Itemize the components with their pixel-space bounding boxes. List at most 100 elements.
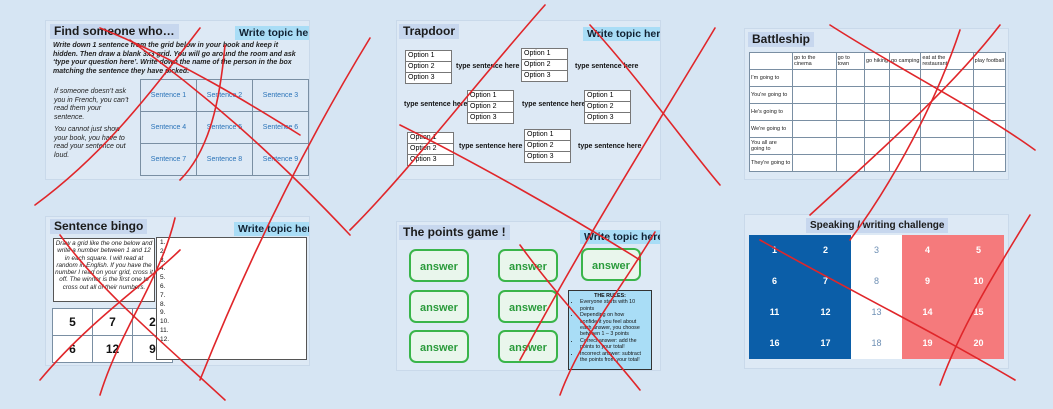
grid-cell[interactable] — [792, 69, 837, 87]
number-cell[interactable]: 11 — [749, 297, 800, 328]
grid-cell: Sentence 5 — [196, 111, 253, 144]
grid-cell[interactable] — [863, 137, 891, 155]
corner-cell — [749, 52, 793, 70]
number-cell[interactable]: 5 — [953, 235, 1004, 266]
number-cell[interactable]: 7 — [800, 266, 851, 297]
number-cell[interactable]: 8 — [851, 266, 902, 297]
answer-button[interactable]: answer — [498, 330, 558, 363]
grid-cell[interactable] — [972, 103, 1007, 121]
answer-button[interactable]: answer — [409, 249, 469, 282]
option-2: Option 2 — [408, 144, 453, 155]
grid-cell[interactable] — [888, 103, 922, 121]
grid-cell[interactable] — [835, 86, 865, 104]
option-1: Option 1 — [406, 51, 451, 62]
answer-button[interactable]: answer — [409, 290, 469, 323]
number-cell[interactable]: 4 — [902, 235, 953, 266]
number-cell[interactable]: 10 — [953, 266, 1004, 297]
number-list: 1. 2. 3. 4. 5. 6. 7. 8. 9. 10. 11. 12. — [156, 237, 307, 360]
grid-cell[interactable] — [792, 154, 837, 172]
grid-cell: Sentence 9 — [252, 143, 309, 176]
number-cell[interactable]: 6 — [749, 266, 800, 297]
grid-cell[interactable] — [863, 86, 891, 104]
grid-cell[interactable] — [888, 120, 922, 138]
grid-cell[interactable] — [888, 86, 922, 104]
grid-cell[interactable] — [920, 69, 974, 87]
number-cell[interactable]: 9 — [902, 266, 953, 297]
grid-cell[interactable] — [863, 154, 891, 172]
grid-cell: Sentence 2 — [196, 79, 253, 112]
column-header: go to the cinema — [792, 52, 837, 70]
battleship-grid: go to the cinema go to town go hiking go… — [749, 52, 1007, 172]
grid-cell[interactable] — [792, 86, 837, 104]
number-cell[interactable]: 1 — [749, 235, 800, 266]
number-cell[interactable]: 14 — [902, 297, 953, 328]
grid-cell[interactable] — [863, 103, 891, 121]
grid-cell[interactable] — [972, 120, 1007, 138]
topic-placeholder[interactable]: Write topic here — [583, 27, 660, 41]
grid-cell[interactable] — [888, 137, 922, 155]
grid-cell[interactable] — [835, 69, 865, 87]
number-cell[interactable]: 20 — [953, 328, 1004, 359]
grid-cell[interactable] — [920, 137, 974, 155]
number-cell[interactable]: 2 — [800, 235, 851, 266]
list-item: 9. — [160, 309, 166, 317]
grid-cell[interactable] — [972, 137, 1007, 155]
answer-button[interactable]: answer — [498, 290, 558, 323]
list-item: 11. — [160, 326, 169, 334]
number-cell[interactable]: 17 — [800, 328, 851, 359]
option-2: Option 2 — [468, 102, 513, 113]
grid-cell[interactable] — [888, 154, 922, 172]
number-cell[interactable]: 15 — [953, 297, 1004, 328]
grid-cell[interactable] — [835, 154, 865, 172]
number-cell[interactable]: 13 — [851, 297, 902, 328]
number-cell[interactable]: 12 — [800, 297, 851, 328]
slide-find-someone[interactable]: Find someone who… Write topic here Write… — [45, 20, 310, 180]
grid-cell[interactable] — [863, 69, 891, 87]
row-header: He's going to — [749, 103, 793, 121]
slide-title: Battleship — [748, 32, 815, 47]
answer-button[interactable]: answer — [581, 248, 641, 281]
number-cell[interactable]: 19 — [902, 328, 953, 359]
grid-cell[interactable] — [920, 120, 974, 138]
grid-cell[interactable] — [888, 69, 922, 87]
slide-battleship[interactable]: Battleship go to the cinema go to town g… — [744, 28, 1009, 180]
grid-cell[interactable] — [792, 137, 837, 155]
topic-placeholder[interactable]: Write topic here — [580, 230, 660, 244]
answer-button[interactable]: answer — [409, 330, 469, 363]
grid-cell[interactable] — [863, 120, 891, 138]
grid-cell[interactable] — [835, 137, 865, 155]
number-cell[interactable]: 18 — [851, 328, 902, 359]
row-header: You all are going to — [749, 137, 793, 155]
answer-button[interactable]: answer — [498, 249, 558, 282]
topic-placeholder[interactable]: Write topic here — [234, 222, 309, 236]
grid-cell[interactable] — [972, 69, 1007, 87]
topic-placeholder[interactable]: Write topic here — [235, 26, 309, 40]
column-header: go to town — [835, 52, 865, 70]
grid-cell[interactable] — [792, 120, 837, 138]
grid-cell[interactable] — [835, 120, 865, 138]
grid-cell[interactable] — [920, 103, 974, 121]
slide-sentence-bingo[interactable]: Sentence bingo Write topic here Draw a g… — [45, 216, 310, 366]
grid-cell[interactable] — [792, 103, 837, 121]
type-sentence-label: type sentence here — [575, 63, 639, 70]
option-3: Option 3 — [524, 72, 551, 79]
number-cell[interactable]: 3 — [851, 235, 902, 266]
grid-cell[interactable] — [920, 86, 974, 104]
grid-cell: Sentence 6 — [252, 111, 309, 144]
number-cell[interactable]: 16 — [749, 328, 800, 359]
grid-cell[interactable] — [920, 154, 974, 172]
option-2: Option 2 — [406, 62, 451, 73]
grid-cell[interactable] — [972, 86, 1007, 104]
grid-cell[interactable] — [972, 154, 1007, 172]
slide-points-game[interactable]: The points game ! Write topic here answe… — [396, 221, 661, 371]
grid-cell[interactable] — [835, 103, 865, 121]
slide-speaking-challenge[interactable]: Speaking / writing challenge 1 2 3 4 5 6… — [744, 214, 1009, 369]
bingo-cell: 7 — [92, 308, 133, 336]
